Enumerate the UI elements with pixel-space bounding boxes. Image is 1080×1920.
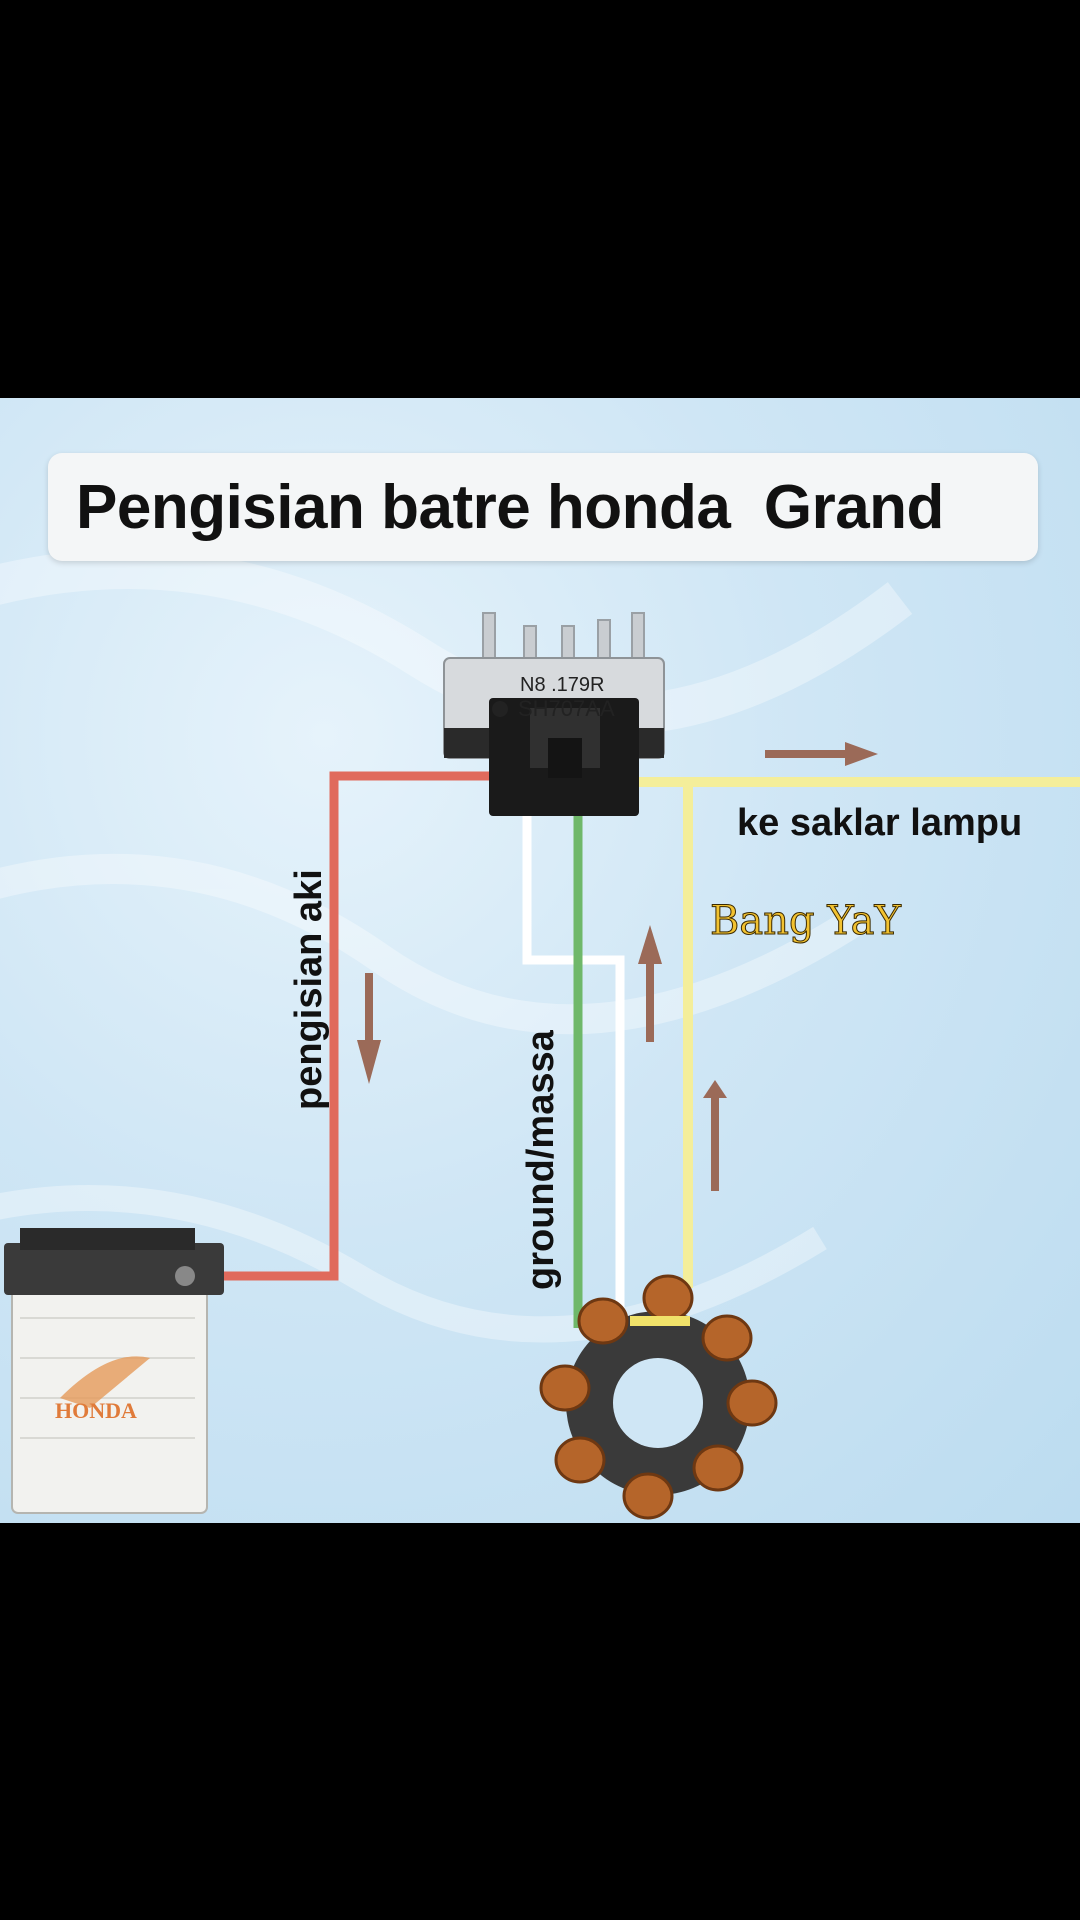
bottom-black-bar [0,1523,1080,1920]
arrow-up-icon [638,925,662,1042]
watermark: Bang YaY [710,898,902,945]
arrow-right-icon [765,742,878,766]
regulator-diode-icon [492,701,508,717]
yellow-wire [572,777,1080,1288]
regulator-label-2: SH707AA [518,696,615,721]
title-banner: Pengisian batre honda Grand [48,453,1038,561]
charging-label: pengisian aki [288,869,330,1110]
lamp-switch-label: ke saklar lampu [737,802,1023,844]
arrow-down-icon [357,973,381,1084]
top-black-bar [0,0,1080,398]
regulator-label-1: N8 .179R [520,674,605,696]
battery-brand-label: HONDA [55,1398,137,1423]
arrow-up-icon-2 [703,1080,727,1191]
page-title: Pengisian batre honda Grand [76,472,944,542]
diagram-frame: N8 .179R SH707AA [0,398,1080,1523]
battery-icon [4,1228,224,1514]
wiring-diagram: N8 .179R SH707AA [0,548,1080,1520]
regulator-rectifier-icon [443,612,665,816]
ground-label: ground/massa [520,1030,562,1290]
stator-coil-icon [539,1274,778,1520]
red-wire [200,771,540,1281]
